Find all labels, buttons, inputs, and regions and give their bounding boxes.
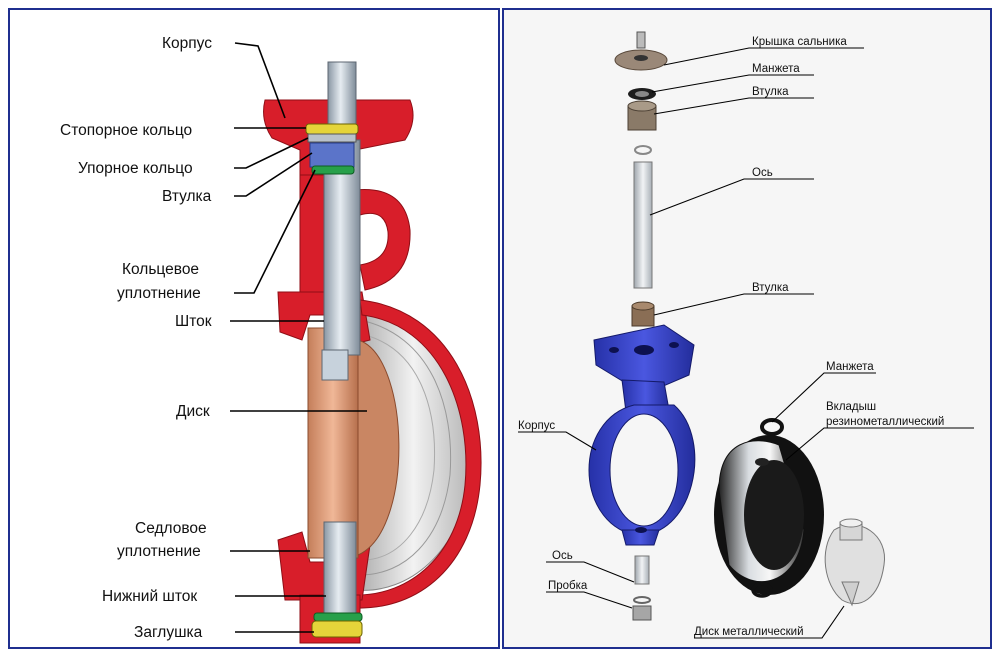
cuff-top <box>628 88 656 100</box>
labels-right: Крышка сальника Манжета Втулка Ось Втулк… <box>518 36 944 638</box>
label-zaglushka: Заглушка <box>134 624 203 641</box>
cuff-bottom-right <box>751 582 773 598</box>
label-vtulka-top: Втулка <box>752 86 789 98</box>
label-upornoe-koltso: Упорное кольцо <box>78 160 193 177</box>
disk-copper <box>307 327 400 559</box>
label-os-bottom: Ось <box>552 550 573 562</box>
label-nizhniy-shtok: Нижний шток <box>102 588 197 605</box>
plug <box>632 596 652 621</box>
label-vtulka-mid: Втулка <box>752 282 789 294</box>
label-sedlovoe-2: уплотнение <box>117 543 201 560</box>
valve-body-blue <box>588 324 696 546</box>
cuff-right <box>760 418 784 436</box>
rubber-metal-liner <box>714 435 824 595</box>
label-manzheta-top: Манжета <box>752 63 800 75</box>
bushing-mid <box>631 301 655 327</box>
label-koltsevoe-2: уплотнение <box>117 285 201 302</box>
upper-stem <box>321 61 361 381</box>
leader-lines-right <box>518 47 974 639</box>
shaft-bottom <box>634 555 650 585</box>
label-vtulka: Втулка <box>162 188 212 205</box>
label-probka: Пробка <box>548 580 588 592</box>
cutaway-drawing: Корпус Стопорное кольцо Упорное кольцо В… <box>60 35 482 644</box>
gland-cover <box>614 31 668 71</box>
shaft-top <box>633 161 653 289</box>
small-ring <box>634 145 652 155</box>
label-disk: Диск <box>176 403 210 420</box>
lower-stem <box>311 521 363 638</box>
label-korpus-right: Корпус <box>518 420 555 432</box>
label-vkladysh-1: Вкладыш <box>826 401 876 413</box>
label-sedlovoe-1: Седловое <box>135 520 207 537</box>
label-stopornoe-koltso: Стопорное кольцо <box>60 122 192 139</box>
metal-disk <box>824 518 885 607</box>
label-os-top: Ось <box>752 167 773 179</box>
label-koltsevoe-1: Кольцевое <box>122 261 199 278</box>
label-korpus: Корпус <box>162 35 212 52</box>
labels-left: Корпус Стопорное кольцо Упорное кольцо В… <box>60 35 212 641</box>
bushing-top <box>627 100 657 131</box>
label-manzheta-right: Манжета <box>826 361 874 373</box>
cutaway-panel: Корпус Стопорное кольцо Упорное кольцо В… <box>8 8 500 649</box>
leader-lines-left <box>230 42 367 633</box>
label-kryshka-salnika: Крышка сальника <box>752 36 847 48</box>
label-shtok: Шток <box>175 313 212 330</box>
exploded-drawing: Крышка сальника Манжета Втулка Ось Втулк… <box>518 31 974 639</box>
retaining-rings <box>305 123 359 175</box>
label-disk-metallicheskiy: Диск металлический <box>694 626 804 638</box>
label-vkladysh-2: резинометаллический <box>826 416 944 428</box>
exploded-panel: Крышка сальника Манжета Втулка Ось Втулк… <box>502 8 992 649</box>
